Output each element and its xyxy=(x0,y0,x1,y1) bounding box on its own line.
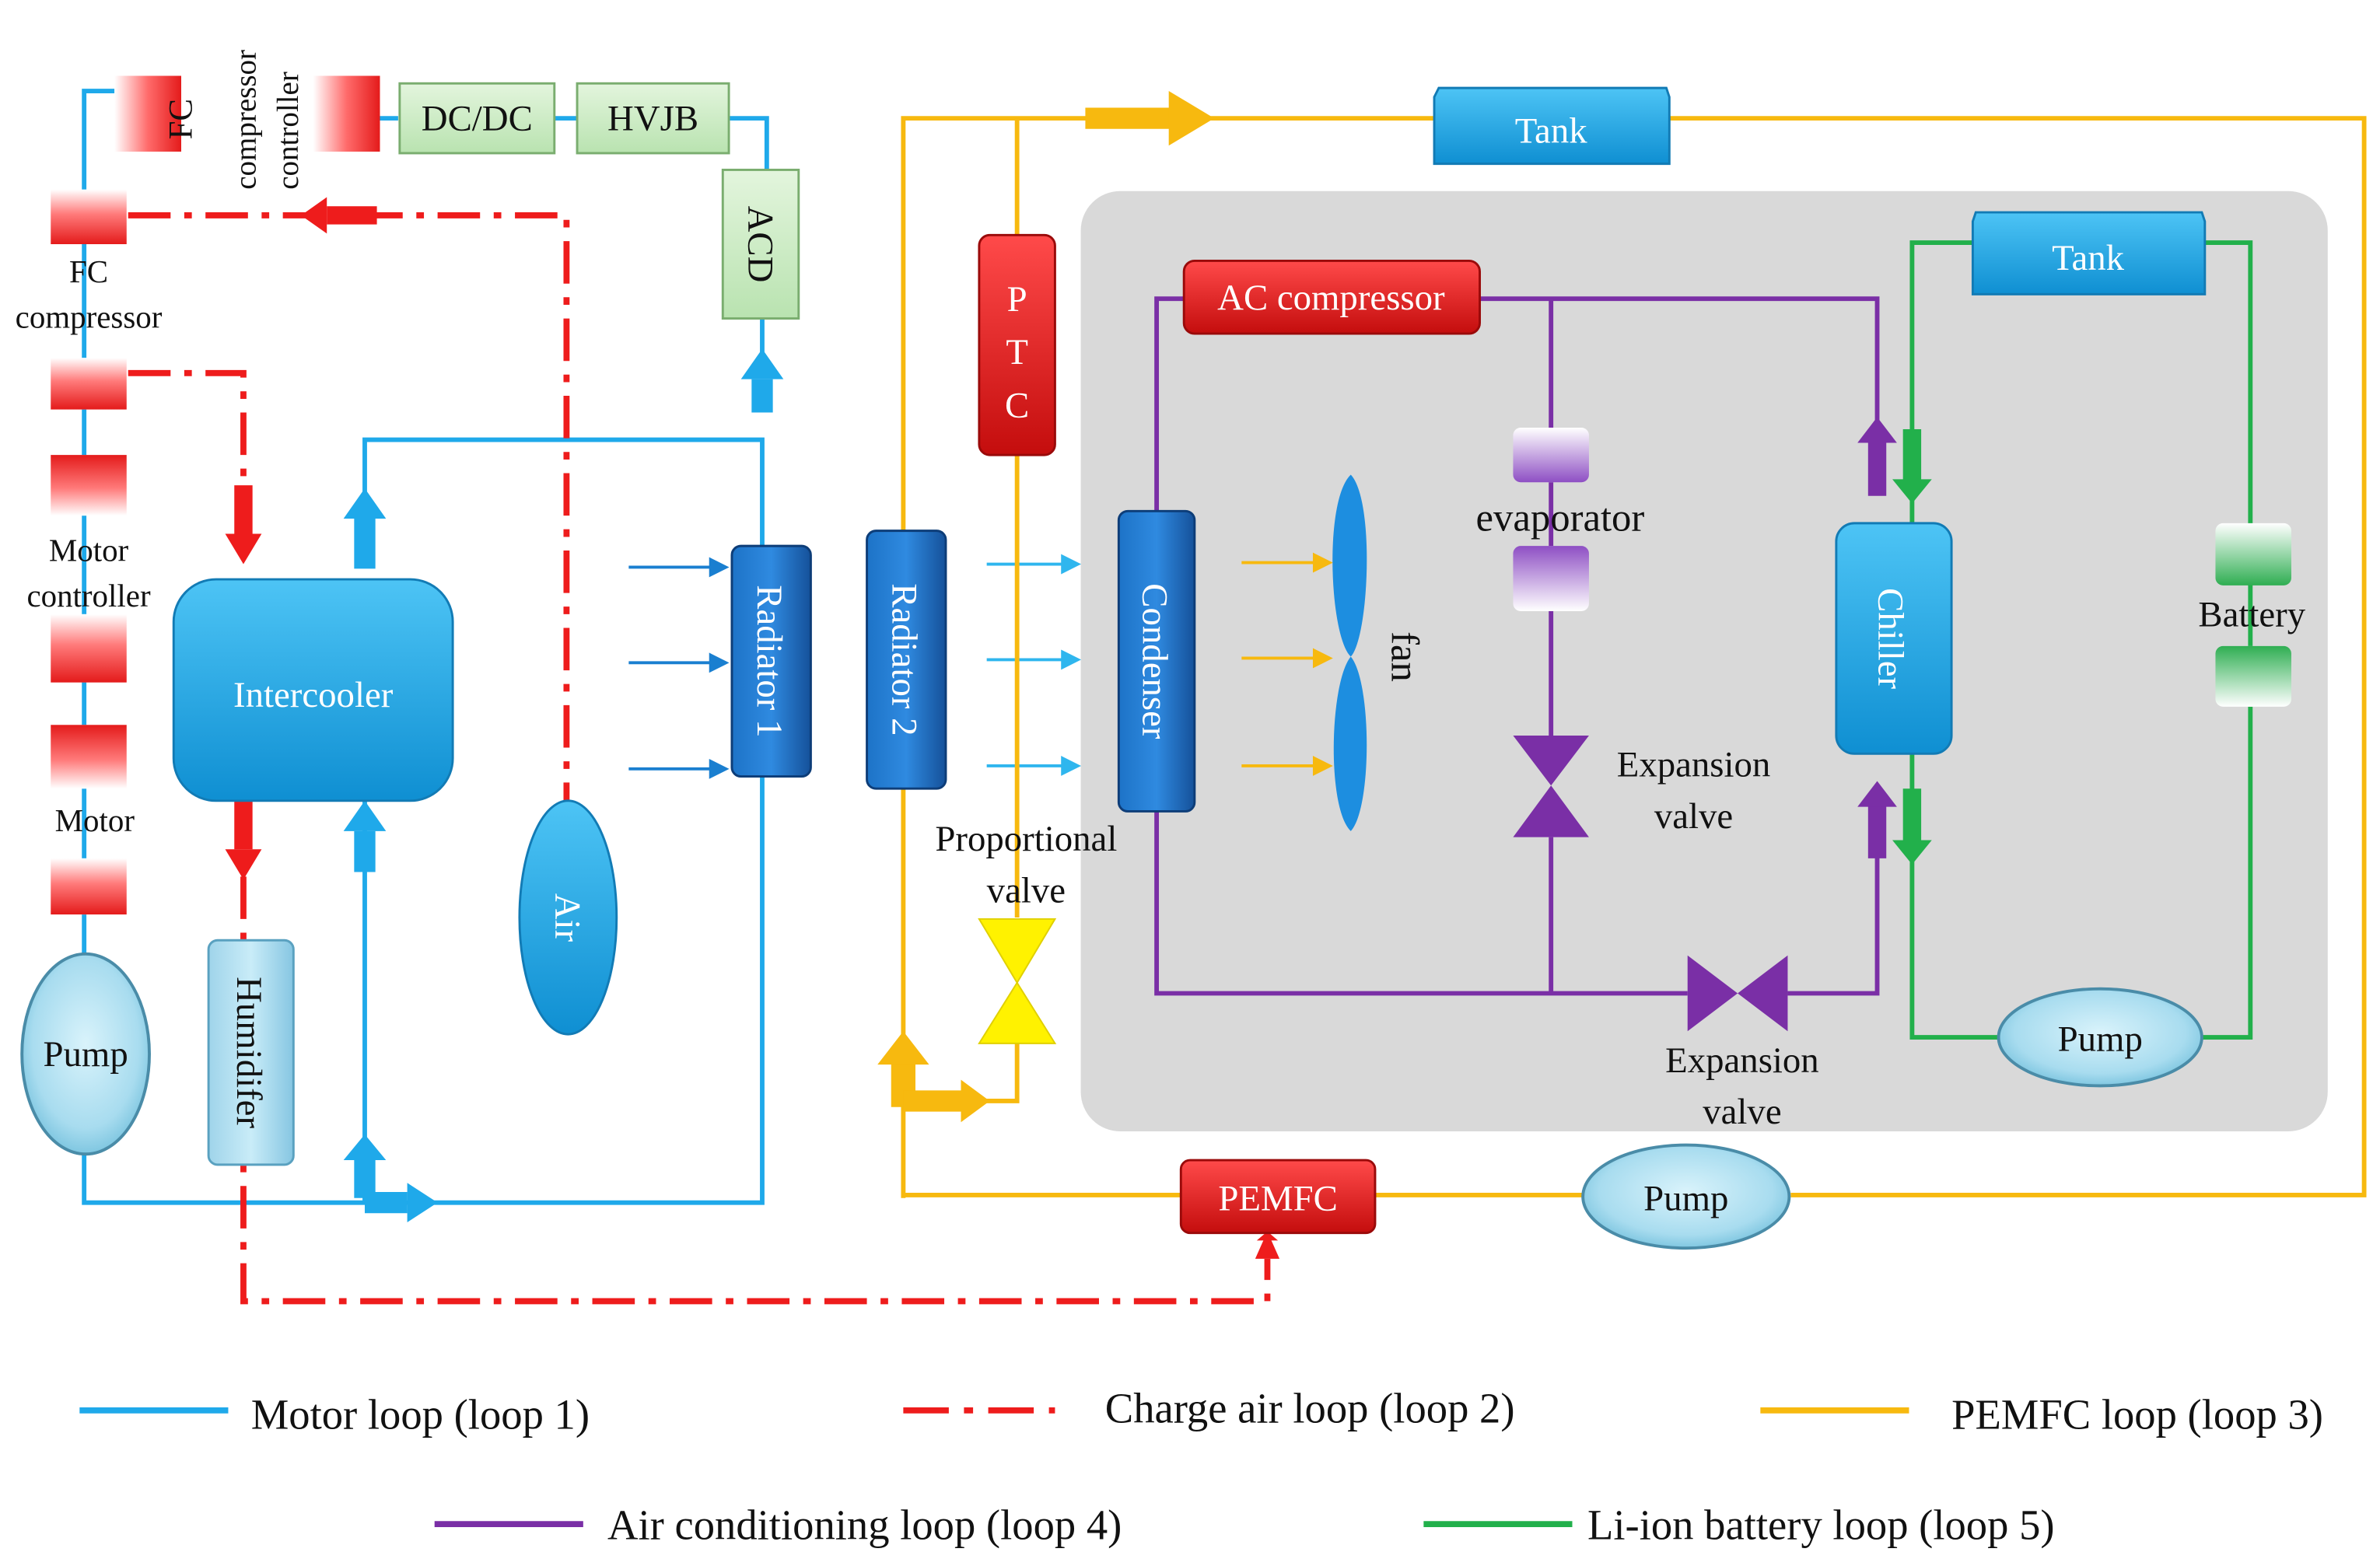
ptc-label-p: P xyxy=(1007,279,1027,320)
ac-compressor-label: AC compressor xyxy=(1217,278,1445,318)
pemfc-label: PEMFC xyxy=(1218,1178,1337,1218)
proportional-valve-icon xyxy=(978,918,1057,1044)
motor-block-bottom xyxy=(51,858,127,915)
radiator1-box xyxy=(730,544,812,778)
radiator2-air-arrows xyxy=(986,554,1082,776)
acd-box xyxy=(721,168,800,320)
fc-compressor-block-top xyxy=(51,189,127,245)
evaporator-label: evaporator xyxy=(1476,496,1645,540)
pemfc-loop-lines xyxy=(901,116,2367,1198)
air-label: Air xyxy=(548,893,588,942)
expansion-valve-2-label-2: valve xyxy=(1703,1092,1781,1132)
motor-controller-label-2: controller xyxy=(26,579,151,613)
fc-compressor-label-2: compressor xyxy=(16,299,163,334)
expansion-valve-2-label-1: Expansion xyxy=(1665,1040,1819,1081)
evaporator-block-top xyxy=(1513,428,1589,483)
ptc-label-c: C xyxy=(1005,385,1029,425)
humidifer-label: Humidifer xyxy=(229,977,269,1128)
tank-top-box xyxy=(1433,86,1671,166)
battery-label: Battery xyxy=(2198,595,2305,635)
pemfc-loop-arrows xyxy=(877,91,1215,1123)
battery-block-top xyxy=(2215,523,2291,585)
acd-label: ACD xyxy=(740,206,780,283)
fc-compressor-label-1: FC xyxy=(69,254,108,289)
chiller-label: Chiller xyxy=(1870,588,1910,689)
charge-air-loop-arrows xyxy=(225,197,1280,1259)
proportional-valve-label-2: valve xyxy=(987,870,1066,911)
air-flow-arrows xyxy=(628,557,730,779)
expansion-valve-1-icon xyxy=(1513,735,1589,837)
evaporator-block-bottom xyxy=(1513,546,1589,612)
legend-label-pemfc-loop: PEMFC loop (loop 3) xyxy=(1951,1390,2323,1438)
pump-left-label: Pump xyxy=(43,1034,128,1075)
fc-label: FC xyxy=(163,99,200,139)
hvjb-box xyxy=(576,82,730,155)
legend-label-motor-loop: Motor loop (loop 1) xyxy=(251,1390,590,1438)
pump-left xyxy=(20,952,151,1156)
fc-block xyxy=(114,75,181,152)
motor-label: Motor xyxy=(55,803,135,838)
legend-label-ac-loop: Air conditioning loop (loop 4) xyxy=(607,1501,1122,1549)
fc-compressor-controller-block xyxy=(313,75,380,152)
dcdc-box xyxy=(398,82,556,155)
radiator1-label: Radiator 1 xyxy=(749,585,789,737)
condenser-label: Condenser xyxy=(1135,583,1175,739)
humidifer-box xyxy=(207,939,295,1166)
legend-label-charge-air-loop: Charge air loop (loop 2) xyxy=(1105,1384,1515,1431)
motor-controller-block-top xyxy=(51,455,127,516)
battery-block-bottom xyxy=(2215,645,2291,707)
motor-block-top xyxy=(51,725,127,789)
motor-loop-arrows xyxy=(343,348,784,1223)
tank-right-label: Tank xyxy=(2052,238,2124,278)
radiator2-box xyxy=(866,530,947,790)
condenser-box xyxy=(1117,509,1196,813)
expansion-valve-1-label-1: Expansion xyxy=(1617,745,1771,785)
fc-compressor-controller-label-1: compressor xyxy=(229,50,263,190)
motor-controller-block-bottom xyxy=(51,613,127,683)
proportional-valve-label-1: Proportional xyxy=(935,819,1117,859)
motor-controller-label-1: Motor xyxy=(49,533,129,568)
pemfc-box xyxy=(1179,1159,1377,1235)
tank-right-box xyxy=(1971,211,2207,295)
fc-compressor-controller-label-2: controller xyxy=(271,72,305,190)
battery-loop-arrows xyxy=(1892,428,1932,865)
fan-icon xyxy=(1332,474,1367,831)
chiller-box xyxy=(1835,522,1953,755)
pump-right xyxy=(1997,987,2203,1088)
legend-label-battery-loop: Li-ion battery loop (loop 5) xyxy=(1587,1501,2055,1549)
legend: Motor loop (loop 1) Charge air loop (loo… xyxy=(79,1384,2323,1549)
air-intake xyxy=(518,799,618,1036)
ptc-label-t: T xyxy=(1006,332,1028,372)
ac-loop-arrows xyxy=(1857,417,1897,858)
radiator2-label: Radiator 2 xyxy=(884,583,925,736)
pump-bottom-label: Pump xyxy=(1643,1178,1728,1218)
ac-compressor-box xyxy=(1182,260,1481,335)
tank-top-label: Tank xyxy=(1515,110,1587,151)
condenser-air-arrows xyxy=(1241,552,1333,776)
expansion-valve-2-icon xyxy=(1687,955,1788,1032)
expansion-valve-1-label-2: valve xyxy=(1654,796,1733,837)
pump-right-label: Pump xyxy=(2058,1019,2143,1060)
intercooler-box xyxy=(172,578,454,802)
ptc-box xyxy=(978,233,1056,456)
pump-bottom xyxy=(1581,1143,1791,1250)
hvjb-label: HVJB xyxy=(607,99,698,139)
ac-battery-panel xyxy=(1080,191,2328,1131)
intercooler-label: Intercooler xyxy=(233,675,394,715)
fc-compressor-block-bottom xyxy=(51,358,127,410)
fan-label: fan xyxy=(1383,631,1426,682)
dcdc-label: DC/DC xyxy=(422,99,533,139)
ac-loop-lines xyxy=(1154,296,1880,996)
